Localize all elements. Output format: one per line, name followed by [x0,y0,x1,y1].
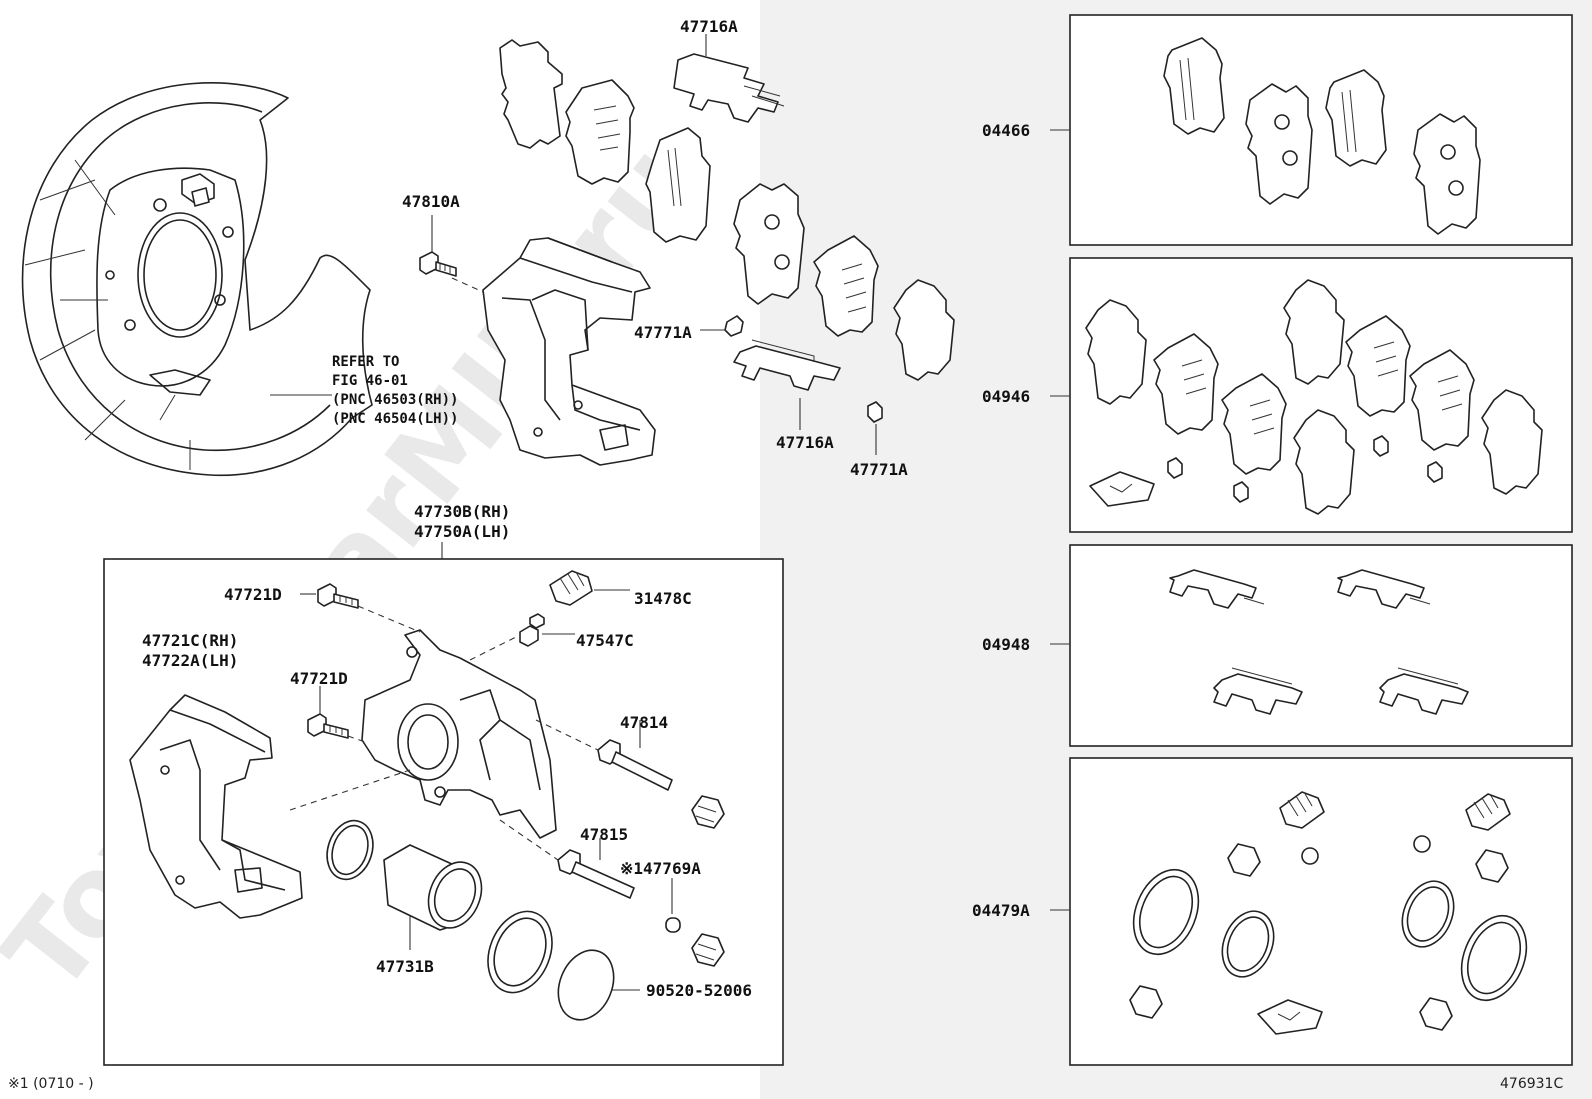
dust-shield-drawing [21,82,373,477]
label-47815: 47815 [580,825,628,844]
label-47771A-bottom: 47771A [850,460,908,479]
label-47716A-top: 47716A [680,17,738,36]
refer-line-1: REFER TO [332,354,399,370]
label-04466: 04466 [982,121,1030,140]
label-47814: 47814 [620,713,668,732]
label-47722A-lh: 47722A(LH) [142,651,238,670]
kit-04466-pads-drawing [1163,37,1481,235]
caliper-bracket-upper-drawing [419,215,656,466]
cylinder-assy-labels: 47721D 31478C 47547C 47721C(RH) 47722A(L… [142,585,752,1000]
figure-id: 476931C [1500,1076,1563,1092]
refer-line-2: FIG 46-01 [332,373,408,389]
label-04946: 04946 [982,387,1030,406]
refer-to-note: REFER TO FIG 46-01 (PNC 46503(RH)) (PNC … [332,354,458,427]
label-04948: 04948 [982,635,1030,654]
label-47769A: ※147769A [620,859,701,878]
kit-box-04466 [1069,14,1573,246]
label-47771A-mid: 47771A [634,323,692,342]
refer-line-3: (PNC 46503(RH)) [332,392,458,408]
label-47810A: 47810A [402,192,460,211]
label-47721C-rh: 47721C(RH) [142,631,238,650]
brake-pads-upper-drawing [499,39,955,381]
kit-04946-pads-drawing [1085,279,1543,515]
label-47730B-rh: 47730B(RH) [414,502,510,521]
label-47716A-bottom: 47716A [776,433,834,452]
label-04479A: 04479A [972,901,1030,920]
kit-box-04948 [1069,544,1573,747]
caliper-assy-drawing [129,570,725,1021]
footnote: ※1 (0710 - ) [8,1076,94,1092]
label-47721D-mid: 47721D [290,669,348,688]
label-47721D-top: 47721D [224,585,282,604]
kit-04948-shims-drawing [1169,569,1469,715]
label-31478C: 31478C [634,589,692,608]
anti-squeal-shim-upper-drawing [673,34,883,455]
kit-04479A-seals-drawing [1129,791,1528,1035]
label-47750A-lh: 47750A(LH) [414,522,510,541]
label-47547C: 47547C [576,631,634,650]
label-47731B: 47731B [376,957,434,976]
refer-line-4: (PNC 46504(LH)) [332,411,458,427]
label-90520-52006: 90520-52006 [646,981,752,1000]
